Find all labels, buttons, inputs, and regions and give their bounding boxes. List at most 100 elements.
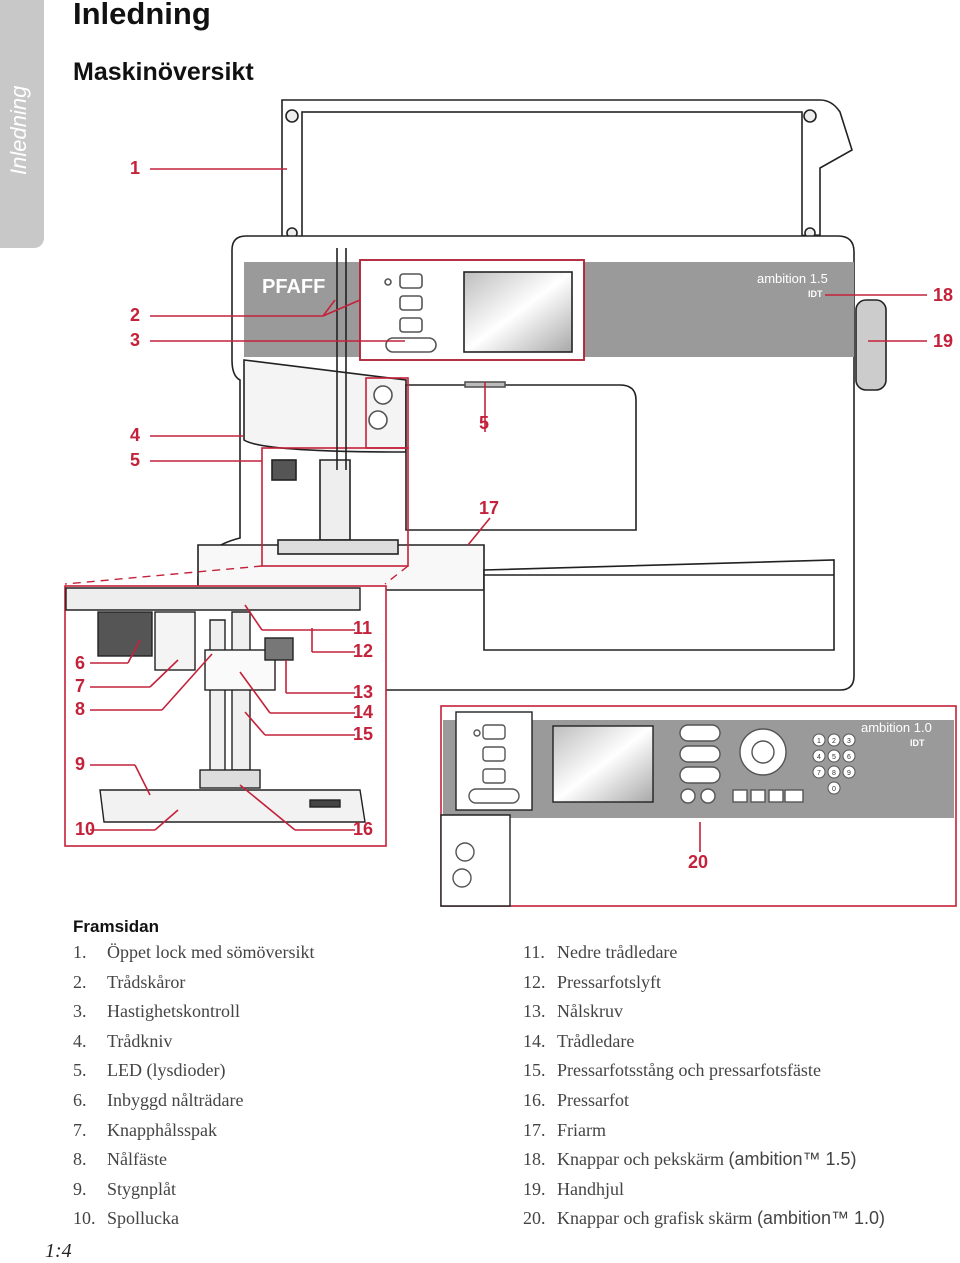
list-item: 7. Knapphålsspak [73,1116,314,1146]
list-item: 14. Trådledare [523,1027,885,1057]
list-item-text: Knappar och pekskärm [557,1149,729,1170]
idt-badge-bottom: IDT [910,738,925,748]
list-item-number: 15. [523,1060,546,1081]
section-side-tab: Inledning [0,0,44,248]
touch-screen [463,271,573,353]
list-item-text: Nålskruv [557,1001,623,1022]
list-item-text: Knappar och grafisk skärm [557,1208,757,1229]
callout-12: 12 [353,641,374,661]
parts-list-left: 1. Öppet lock med sömöversikt 2. Trådskåro… [73,938,314,1234]
list-item-text: Nedre trådledare [557,942,678,962]
list-item: 11.Nedre trådledare [523,938,885,968]
callout-4: 4 [130,425,141,445]
list-item: 19. Handhjul [523,1175,885,1205]
list-item-text: (ambition™ 1.5) [728,1149,857,1170]
list-item-number: 6. [73,1089,87,1110]
list-item-text: Trådskåror [107,971,186,992]
keypad-digit-0: 0 [832,786,836,793]
handwheel [855,299,887,391]
callout-16: 16 [353,819,374,839]
callout-lines [90,168,927,852]
list-item: 10. Spollucka [73,1204,314,1234]
list-item: 13. Nålskruv [523,997,885,1027]
list-item-number: 2. [73,971,87,992]
list-item-number: 12. [523,971,546,992]
list-item: 20. Knappar och grafisk skärm (ambition™ … [523,1204,885,1234]
model-label-top: ambition 1.5 [757,271,828,286]
keypad-digit-7: 7 [817,770,821,777]
callout-6: 6 [75,653,86,673]
list-item-number: 7. [73,1119,87,1140]
callout-18: 18 [933,285,954,305]
keypad-digit-3: 3 [847,738,851,745]
list-item-text: Friarm [557,1119,606,1140]
list-item-number: 3. [73,1001,87,1022]
keypad-digit-5: 5 [832,754,836,761]
list-item-text: Trådledare [557,1030,635,1051]
list-item: 1. Öppet lock med sömöversikt [73,938,314,968]
keypad-digit-2: 2 [832,738,836,745]
list-item-text: Knapphålsspak [107,1119,217,1140]
callout-1: 1 [130,158,141,178]
page-number: 1:4 [45,1240,72,1262]
callout-8: 8 [75,699,86,719]
callout-5-led: 5 [479,413,490,433]
list-item-number: 10. [73,1208,96,1229]
list-item-text: (ambition™ 1.0) [756,1208,885,1229]
list-item-text: Pressarfot [557,1089,629,1110]
list-item-number: 17. [523,1119,546,1140]
list-item-text: Trådkniv [107,1030,173,1051]
list-item-number: 19. [523,1178,546,1199]
sewing-machine-illustration: PFAFF ambition 1.5 IDT [64,99,957,907]
list-item: 6. Inbyggd nålträdare [73,1086,314,1116]
callout-17: 17 [479,498,500,518]
list-item: 4. Trådkniv [73,1027,314,1057]
callout-20: 20 [688,852,709,872]
list-item-number: 9. [73,1178,87,1199]
list-item: 17. Friarm [523,1116,885,1146]
list-item-text: Nålfäste [107,1149,167,1170]
list-item-number: 8. [73,1149,87,1170]
list-item-text: Öppet lock med sömöversikt [107,942,315,962]
list-item: 15. Pressarfotsstång och pressarfotsfäste [523,1056,885,1086]
list-item-text: Handhjul [557,1178,624,1199]
keypad-digit-6: 6 [847,754,851,761]
callout-5-left: 5 [130,450,141,470]
list-item-text: Inbyggd nålträdare [107,1089,244,1110]
callout-19: 19 [933,331,954,351]
callout-10: 10 [75,819,96,839]
list-item: 12. Pressarfotslyft [523,968,885,998]
keypad-digit-1: 1 [817,738,821,745]
list-item: 3. Hastighetskontroll [73,997,314,1027]
list-item: 18. Knappar och pekskärm (ambition™ 1.5) [523,1145,885,1175]
list-item: 8. Nålfäste [73,1145,314,1175]
list-item-text: Hastighetskontroll [107,1001,240,1022]
list-item-number: 14. [523,1030,546,1051]
list-item-number: 1. [73,942,87,962]
list-item-text: Pressarfotslyft [557,971,661,992]
parts-list-right: 11.Nedre trådledare 12. Pressarfotslyft 1… [523,938,885,1234]
list-item-number: 5. [73,1060,87,1081]
numeric-keypad: 1 2 3 4 5 6 7 8 9 0 [812,733,856,795]
list-item-text: Stygnplåt [107,1178,177,1199]
callout-7: 7 [75,676,86,696]
callout-14: 14 [353,702,374,722]
list-item-number: 20. [523,1208,546,1229]
pfaff-logo: PFAFF [262,276,325,298]
callout-9: 9 [75,754,86,774]
list-item-text: Pressarfotsstång och pressarfotsfäste [557,1060,821,1081]
needle-detail-inset [64,585,387,847]
list-item-text: Spollucka [107,1208,179,1229]
section-heading: Framsidan [73,917,159,936]
list-item: 5. LED (lysdioder) [73,1056,314,1086]
list-item-number: 18. [523,1149,546,1170]
page-subtitle: Maskinöversikt [73,58,254,86]
model-label-bottom: ambition 1.0 [861,720,932,735]
page-title: Inledning [73,0,211,31]
list-item-text: LED (lysdioder) [107,1060,226,1081]
list-item: 9. Stygnplåt [73,1175,314,1205]
list-item-number: 4. [73,1030,87,1051]
list-item-number: 13. [523,1001,546,1022]
callout-13: 13 [353,682,374,702]
keypad-digit-9: 9 [847,770,851,777]
